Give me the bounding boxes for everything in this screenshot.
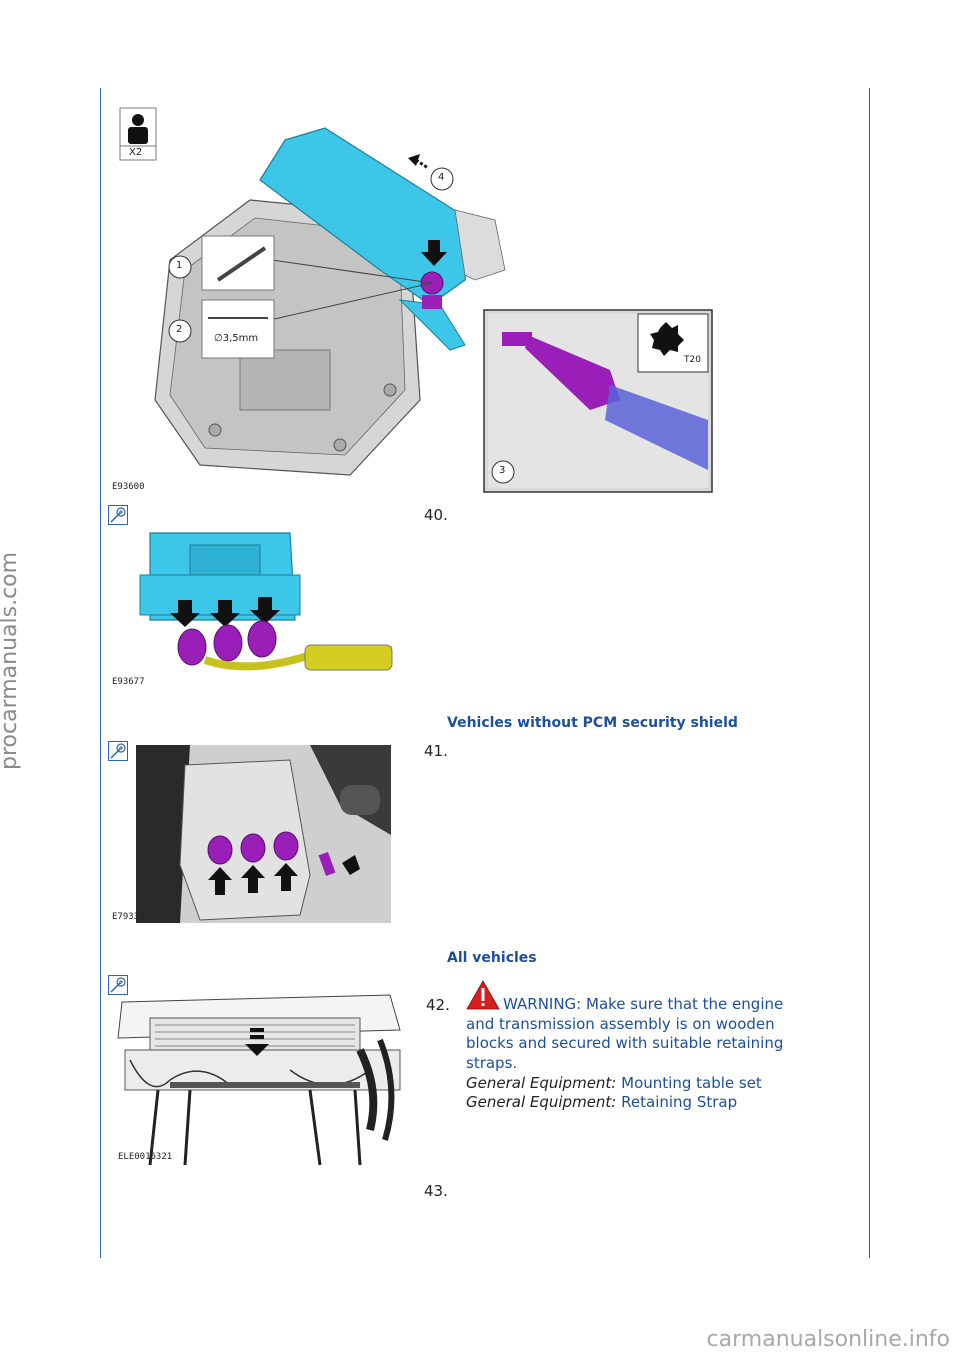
warning-icon [466, 980, 500, 1010]
step-number-42: 42. [426, 996, 450, 1014]
enlarge-image-icon[interactable] [108, 741, 128, 761]
warning-line-4: straps. [466, 1054, 518, 1072]
warning-line-2: and transmission assembly is on wooden [466, 1015, 775, 1033]
figure-caption: E79333 [112, 912, 145, 922]
link-retaining-strap[interactable]: Retaining Strap [621, 1093, 738, 1111]
figure-step-42: ELE0016321 [110, 990, 410, 1166]
left-margin-rule [100, 88, 101, 1258]
engine-on-table-illustration [117, 994, 401, 1166]
enlarge-image-icon[interactable] [108, 975, 128, 995]
section-heading-all-vehicles: All vehicles [447, 950, 537, 966]
link-mounting-table-set[interactable]: Mounting table set [621, 1074, 762, 1092]
enlarge-image-icon[interactable] [108, 505, 128, 525]
right-margin-rule [869, 88, 870, 1258]
callout-4: 4 [438, 172, 445, 183]
figure-step-41: E79333 [110, 745, 395, 925]
step-number-43: 43. [424, 1182, 448, 1200]
step-number-41: 41. [424, 742, 448, 760]
footer-watermark: carmanualsonline.info [706, 1327, 950, 1352]
figure-caption: ELE0016321 [118, 1152, 173, 1162]
connectors-illustration [139, 532, 393, 671]
figure-ecm-removal: X2 1 2 3 4 ∅3,5mm T20 E93600 [110, 100, 720, 495]
equipment-label: General Equipment: [466, 1074, 617, 1092]
figure-step-40: E93677 [110, 525, 395, 690]
warning-line-3: blocks and secured with suitable retaini… [466, 1034, 784, 1052]
callout-3: 3 [499, 465, 506, 476]
ecm-engine-bay-illustration [136, 745, 391, 923]
warning-line-1: WARNING: Make sure that the engine [503, 995, 783, 1015]
equipment-line-2: General Equipment: Retaining Strap [466, 1093, 737, 1111]
figure-caption: E93677 [112, 677, 145, 687]
operator-count-label: X2 [129, 147, 143, 158]
warning-text-line-1: WARNING: Make sure that the engine [503, 995, 784, 1013]
ecm-illustration [119, 107, 713, 493]
figure-caption: E93600 [112, 482, 145, 492]
side-watermark: procarmanuals.com [0, 551, 22, 770]
equipment-line-1: General Equipment: Mounting table set [466, 1074, 762, 1092]
drill-size-label: ∅3,5mm [214, 333, 259, 344]
equipment-label: General Equipment: [466, 1093, 617, 1111]
callout-2: 2 [176, 324, 183, 335]
step-number-40: 40. [424, 506, 448, 524]
section-heading-without-shield: Vehicles without PCM security shield [447, 715, 738, 731]
bit-size-label: T20 [684, 355, 701, 365]
callout-1: 1 [176, 260, 183, 271]
